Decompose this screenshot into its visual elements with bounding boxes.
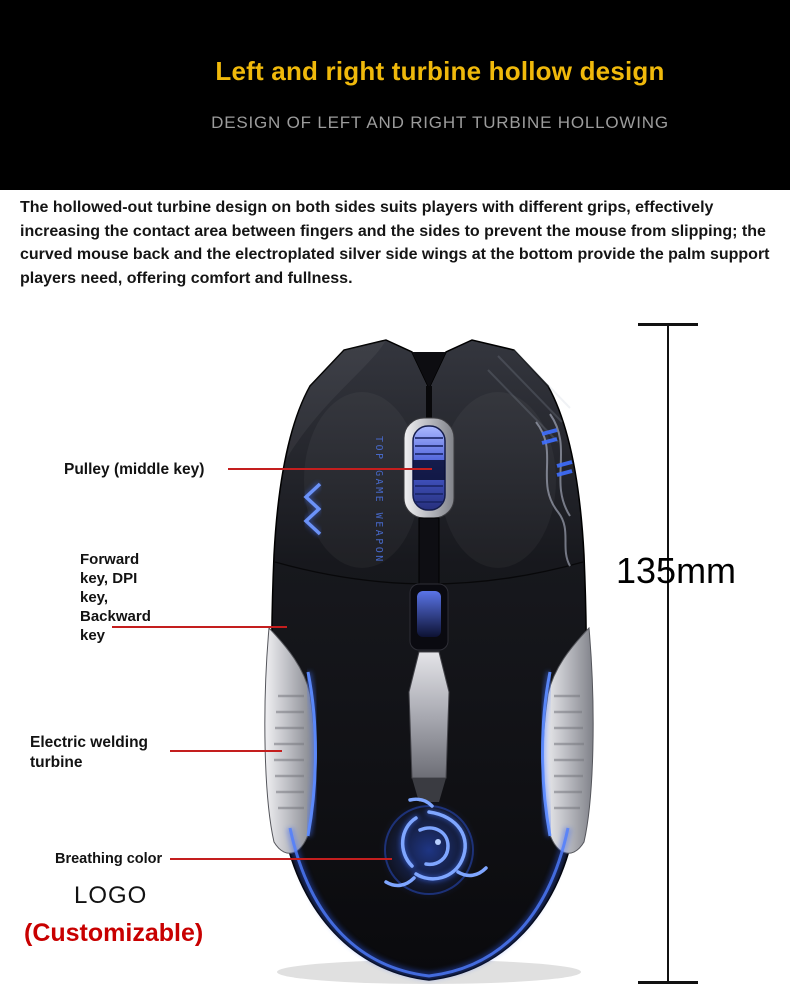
- mouse-illustration: TOP GAME WEAPON: [264, 339, 594, 984]
- hero-banner: Left and right turbine hollow design DES…: [0, 0, 790, 190]
- height-measure-line: [667, 324, 669, 983]
- turbine-label: Electric welding turbine: [30, 734, 149, 771]
- keys-pointer-line: [112, 626, 287, 628]
- height-measure-cap-top: [638, 323, 698, 326]
- logo-label: LOGO: [74, 882, 148, 909]
- mouse-side-text: TOP GAME WEAPON: [373, 436, 384, 564]
- logo-ring: [384, 805, 474, 895]
- height-measure-label: 135mm: [616, 550, 737, 591]
- pulley-pointer-line: [228, 468, 432, 470]
- height-measure-cap-bottom: [638, 981, 698, 984]
- dragon-logo: [379, 797, 488, 900]
- product-figure: TOP GAME WEAPON Pulley (middle key) Forw…: [0, 310, 790, 996]
- center-silver-strip: [408, 651, 450, 779]
- page-subtitle: DESIGN OF LEFT AND RIGHT TURBINE HOLLOWI…: [211, 113, 669, 132]
- customizable-label: (Customizable): [24, 919, 204, 947]
- keys-label: Forward key, DPI key, Backward key: [80, 551, 151, 644]
- page-title: Left and right turbine hollow design: [215, 56, 665, 86]
- side-chevron-lights: [303, 482, 322, 536]
- breathing-light-ring: [288, 827, 570, 978]
- breathing-pointer-line: [170, 858, 392, 860]
- pulley-label: Pulley (middle key): [64, 461, 205, 478]
- breathing-label: Breathing color: [55, 851, 163, 867]
- description-text: The hollowed-out turbine design on both …: [20, 199, 770, 288]
- turbine-pointer-line: [170, 750, 282, 752]
